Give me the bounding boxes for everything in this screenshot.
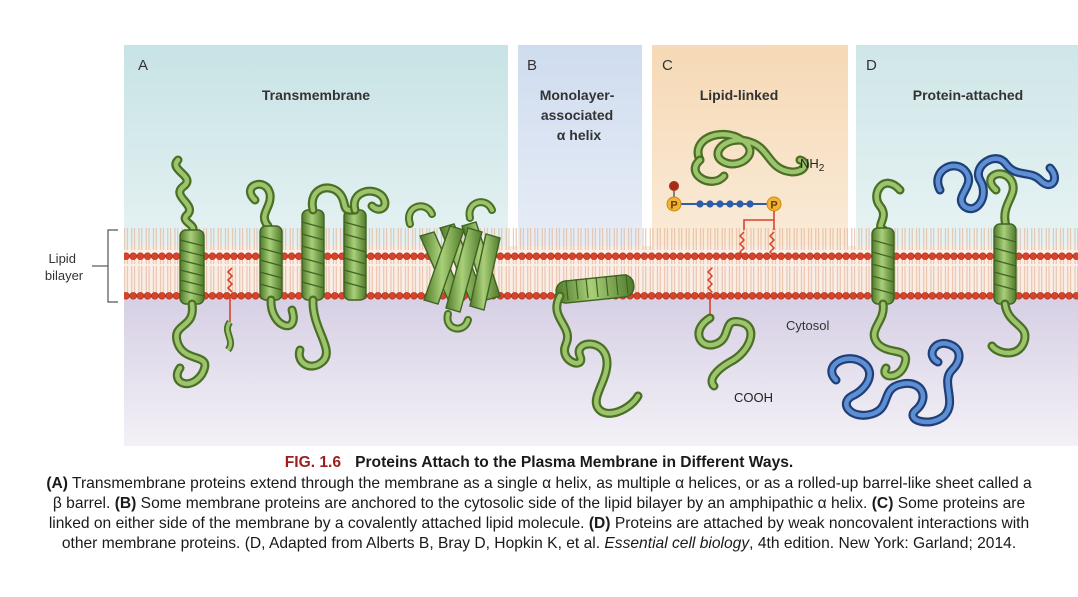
- panel-title-b: Monolayer- associated α helix: [540, 87, 619, 143]
- coil-lines-d1: [871, 239, 895, 295]
- caption-c-text: Some proteins are linked on either side …: [48, 495, 1026, 532]
- lipid-bilayer-label: Lipid bilayer: [45, 251, 84, 283]
- panel-title-a: Transmembrane: [262, 87, 370, 103]
- beta-barrel-loops: [405, 198, 496, 333]
- transmembrane-multi-helix-protein: [246, 179, 390, 371]
- beta-barrel-protein: [419, 221, 501, 313]
- caption-d-text: Proteins are attached by weak noncovalen…: [61, 515, 1030, 552]
- lipid-anchor-a: [223, 267, 235, 353]
- nh2-label: NH2: [800, 156, 825, 174]
- caption-a-tag: (A): [46, 475, 68, 492]
- blue-attached-protein-cytosolic: [827, 338, 964, 427]
- monolayer-associated-helix-protein: [552, 274, 643, 418]
- caption-heading: Proteins Attach to the Plasma Membrane i…: [355, 454, 794, 471]
- caption-book-title: Essential cell biology: [604, 535, 750, 552]
- phosphate-left: P: [670, 200, 677, 212]
- panel-title-c: Lipid-linked: [700, 87, 779, 103]
- caption-fig-number: FIG. 1.6: [284, 454, 342, 471]
- caption-reference-tail: , 4th edition. New York: Garland; 2014.: [749, 535, 1017, 552]
- lipid-linked-protein-cytosolic: [694, 267, 756, 391]
- lipid-bilayer-bracket: [92, 229, 118, 303]
- coil-lines-a2: [259, 221, 367, 291]
- panel-title-d: Protein-attached: [913, 87, 1023, 103]
- coil-lines-a1: [179, 239, 205, 297]
- transmembrane-single-helix-protein: [171, 155, 210, 389]
- outer-leaflet: [124, 228, 1078, 264]
- membrane-protein-figure: Lipid bilayer A B C D Transmembrane Mono…: [45, 45, 1078, 446]
- panel-letter-c: C: [662, 57, 673, 74]
- cytosol-label: Cytosol: [786, 318, 829, 333]
- caption-c-tag: (C): [871, 495, 894, 512]
- panel-letter-d: D: [866, 57, 877, 74]
- caption-body: (A) Transmembrane proteins extend throug…: [46, 475, 1031, 552]
- caption-d-tag: (D): [588, 515, 611, 532]
- protein-attached-transmembrane-right: [986, 169, 1030, 358]
- phosphate-left-icon: [666, 196, 682, 212]
- coil-lines-d2: [993, 235, 1017, 291]
- blue-attached-protein-extracellular: [933, 154, 1059, 213]
- figure-caption: FIG. 1.6 Proteins Attach to the Plasma Me…: [40, 453, 1038, 554]
- caption-b-text: Some membrane proteins are anchored to t…: [136, 495, 872, 512]
- caption-b-tag: (B): [114, 495, 137, 512]
- cooh-label: COOH: [734, 390, 773, 405]
- caption-a-text: Transmembrane proteins extend through th…: [52, 475, 1032, 512]
- caption-title: FIG. 1.6 Proteins Attach to the Plasma Me…: [40, 453, 1038, 473]
- panel-letter-a: A: [138, 57, 148, 74]
- phosphate-right: P: [770, 200, 777, 212]
- gpi-anchor: P P: [666, 181, 782, 257]
- lipid-linked-protein-extracellular: [690, 129, 810, 186]
- panel-letter-b: B: [527, 57, 537, 74]
- coil-lines-b: [565, 273, 629, 301]
- protein-attached-transmembrane-left: [869, 178, 911, 381]
